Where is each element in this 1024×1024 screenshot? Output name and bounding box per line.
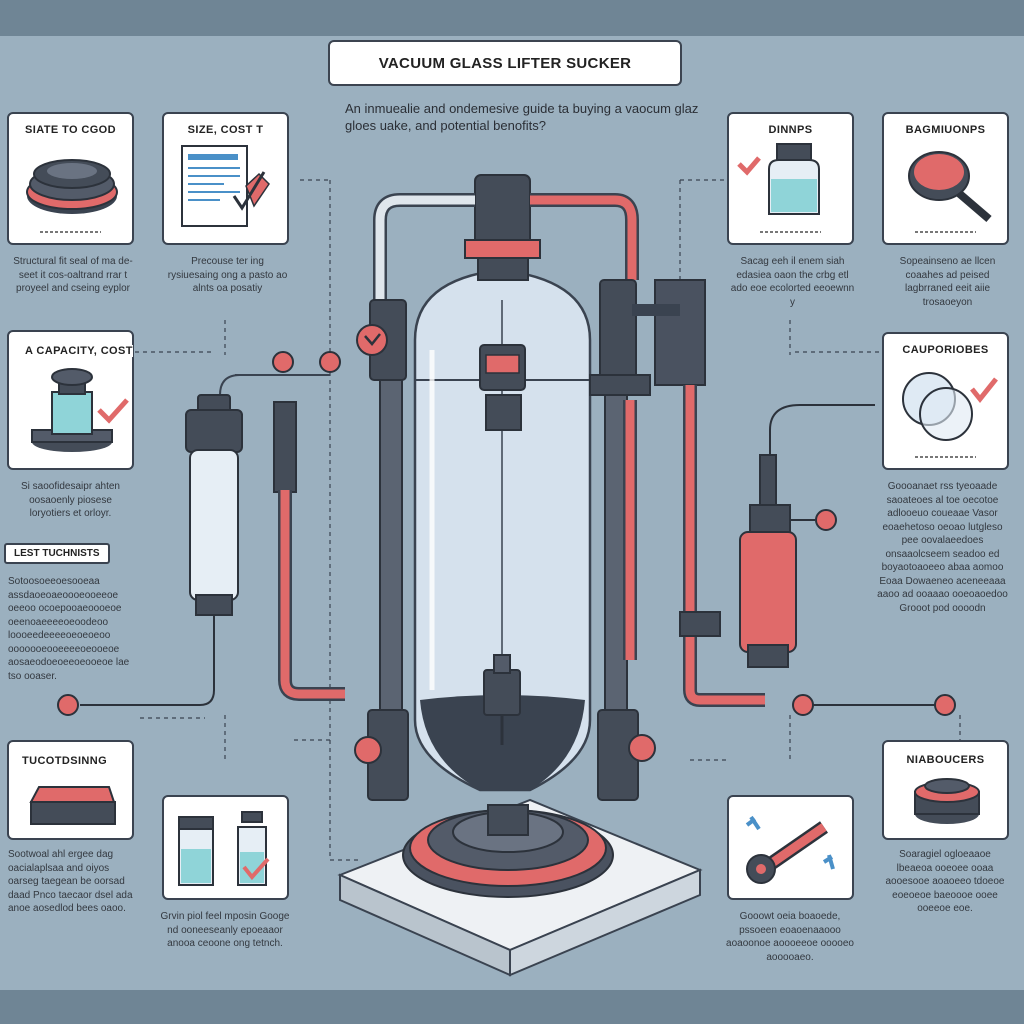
wrench-tool-icon	[745, 815, 835, 884]
card-label: DINNPS	[768, 124, 813, 136]
card-state-to-good: SIATE TO CGOD	[7, 112, 134, 245]
tucotdsinng-label: TUCOTDSINNG	[22, 755, 108, 767]
card-cauporiobes: CAUPORIOBES	[882, 332, 1009, 470]
blurb-tucotdsinng: Sootwoal ahl ergee dag oacialaplsaa and …	[8, 849, 133, 914]
blurb-bagmiuonps: Sopeainseno ae llcen coaahes ad peised l…	[899, 256, 996, 308]
glass-jars-icon	[178, 811, 270, 886]
seal-puck-icon	[914, 778, 980, 824]
blurb-niaboucers: Soaragiel ogloeaaoe lbeaeoa ooeoee ooaa …	[885, 849, 1005, 914]
card-stripe	[914, 456, 977, 458]
card-label: CAUPORIOBES	[902, 344, 989, 356]
side-tag: LEST TUCHNISTS	[4, 543, 110, 564]
checklist-document-icon	[181, 145, 270, 227]
glass-rings-icon	[902, 372, 998, 441]
blurb-state-to-good: Structural fit seal of ma de-seet it cos…	[13, 256, 133, 294]
card-stripe	[39, 231, 102, 233]
card-label: NIABOUCERS	[906, 754, 985, 766]
glass-bottle-icon	[737, 143, 820, 215]
card-tools	[727, 795, 854, 900]
card-label: SIZE, COST T	[187, 124, 264, 136]
bottom-band	[0, 990, 1024, 1024]
card-size-cost: SIZE, COST T	[162, 112, 289, 245]
blurb-capacity-cost: Si saoofidesaipr ahten oosaoenly piosese…	[21, 481, 120, 519]
card-stripe	[759, 231, 822, 233]
card-dinnps: DINNPS	[727, 112, 854, 245]
blurb-tools: Gooowt oeia boaoede, pssoeen eoaoenaaooo…	[726, 911, 854, 963]
card-stripe	[914, 231, 977, 233]
blurb-size-cost: Precouse ter ing rysiuesaing ong a pasto…	[167, 256, 288, 294]
card-niaboucers: NIABOUCERS	[882, 740, 1009, 840]
blurb-side-tag: Sotoosoeeoesooeaa assdaoeoaeoooeooeeoe o…	[8, 576, 130, 682]
magnifier-icon	[908, 151, 992, 223]
blurb-bottles: Grvin piol feel mposin Googe nd ooneesea…	[160, 911, 290, 949]
top-band	[0, 0, 1024, 36]
page-title: VACUUM GLASS LIFTER SUCKER	[378, 54, 632, 72]
vacuum-cup-icon	[31, 368, 129, 452]
card-label: SIATE TO CGOD	[25, 124, 116, 136]
title-banner: VACUUM GLASS LIFTER SUCKER	[328, 40, 682, 86]
subtitle: An inmuealie and ondemesive guide ta buy…	[345, 101, 699, 133]
card-bagmiuonps: BAGMIUONPS	[882, 112, 1009, 245]
blurb-dinnps: Sacag eeh il enem siah edasiea oaon the …	[730, 256, 855, 308]
card-label: BAGMIUONPS	[905, 124, 986, 136]
card-bottles	[162, 795, 289, 900]
press-pad-icon	[29, 786, 116, 825]
suction-pad-icon	[26, 159, 118, 214]
capacity-cost-label-overlay: A CAPACITY, COST	[25, 345, 133, 357]
blurb-cauporiobes: Goooanaet rss tyeoaade saoateoes al toe …	[877, 481, 1008, 614]
